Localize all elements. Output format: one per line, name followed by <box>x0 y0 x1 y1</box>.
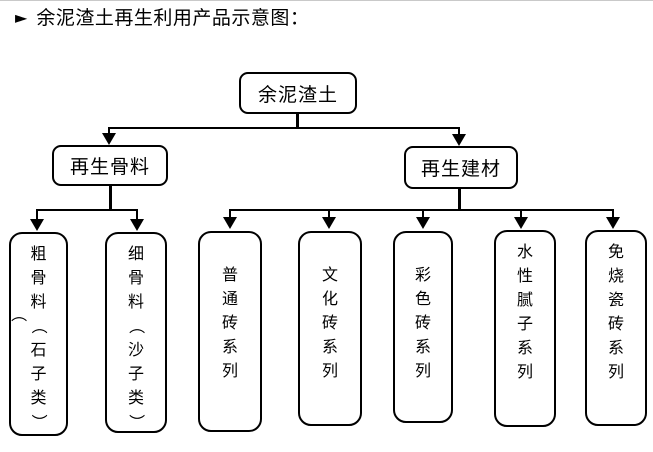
connector-materials-crossbar <box>229 209 614 211</box>
vertical-char: 细 <box>127 244 144 263</box>
vertical-char: 色 <box>414 289 431 308</box>
arrowhead-materials-icon <box>452 134 466 146</box>
node-culture-brick-series: 文化砖系列 <box>298 231 362 426</box>
arrowhead-aggregate-icon <box>102 133 116 145</box>
vertical-char: 系 <box>414 337 431 356</box>
connector-level2-crossbar <box>108 127 460 129</box>
connector-materials-drop <box>458 127 460 136</box>
vertical-char: 系 <box>321 337 338 356</box>
vertical-char: （ <box>29 317 49 334</box>
arrowhead-colored-brick-icon <box>416 217 430 229</box>
stray-paren-glyph: （ <box>9 305 28 322</box>
vertical-char: 砖 <box>221 313 238 332</box>
connector-ordinary-brick-drop <box>229 211 231 220</box>
triangle-bullet-icon: ► <box>15 8 28 27</box>
document-title: ► 余泥渣土再生利用产品示意图： <box>15 6 309 30</box>
node-recycled-building-materials: 再生建材 <box>404 146 518 189</box>
node-ordinary-brick-series: 普通砖系列 <box>198 231 262 432</box>
vertical-char: 砖 <box>607 314 624 333</box>
vertical-char: 骨 <box>127 268 144 287</box>
vertical-char: 通 <box>221 289 238 308</box>
arrowhead-culture-brick-icon <box>322 217 336 229</box>
vertical-char: 化 <box>321 289 338 308</box>
vertical-char: 系 <box>221 337 238 356</box>
vertical-char: 免 <box>607 242 624 261</box>
connector-coarse-drop <box>36 211 38 221</box>
arrowhead-fine-icon <box>130 219 144 231</box>
vertical-char: 列 <box>607 362 624 381</box>
vertical-char: 水 <box>516 242 533 261</box>
arrowhead-tile-icon <box>606 217 620 229</box>
vertical-char: 列 <box>221 361 238 380</box>
vertical-char: 瓷 <box>607 290 624 309</box>
vertical-char: 石 <box>30 340 47 359</box>
vertical-char: 子 <box>516 314 533 333</box>
vertical-char: 料 <box>30 292 47 311</box>
node-recycled-aggregate-label: 再生骨料 <box>69 156 150 178</box>
connector-aggregate-stem <box>109 185 112 210</box>
arrowhead-ordinary-brick-icon <box>223 217 237 229</box>
connector-aggregate-crossbar <box>36 209 138 211</box>
vertical-char: 系 <box>516 338 533 357</box>
connector-materials-stem <box>458 189 461 210</box>
node-recycled-building-materials-label: 再生建材 <box>420 158 501 180</box>
arrowhead-putty-icon <box>514 217 528 229</box>
connector-culture-brick-drop <box>328 211 330 220</box>
node-root: 余泥渣土 <box>239 72 357 114</box>
node-unfired-ceramic-tile-series: 免烧瓷砖系列 <box>585 230 647 426</box>
connector-tile-drop <box>612 211 614 220</box>
vertical-char: 子 <box>127 364 144 383</box>
vertical-char: 骨 <box>30 268 47 287</box>
vertical-char: 沙 <box>127 340 144 359</box>
vertical-char: 文 <box>321 265 338 284</box>
vertical-char: 粗 <box>30 244 47 263</box>
node-root-label: 余泥渣土 <box>257 83 338 106</box>
vertical-char: 列 <box>516 362 533 381</box>
vertical-char: 列 <box>321 361 338 380</box>
vertical-char: 系 <box>607 338 624 357</box>
top-border-line <box>0 0 653 1</box>
vertical-char: 性 <box>516 266 533 285</box>
connector-putty-drop <box>520 211 522 220</box>
vertical-char: 料 <box>127 292 144 311</box>
vertical-char: 类 <box>30 388 47 407</box>
title-text: 余泥渣土再生利用产品示意图： <box>36 7 310 29</box>
vertical-char: ） <box>127 413 146 430</box>
arrowhead-coarse-icon <box>30 219 44 231</box>
vertical-char: 砖 <box>414 313 431 332</box>
vertical-char: 烧 <box>607 266 624 285</box>
connector-aggregate-drop <box>108 127 110 136</box>
node-recycled-aggregate: 再生骨料 <box>52 145 168 186</box>
node-water-based-putty-series: 水性腻子系列 <box>494 230 556 427</box>
connector-root-stem <box>296 112 299 129</box>
vertical-char: （ <box>127 317 146 334</box>
node-colored-brick-series: 彩色砖系列 <box>393 231 453 423</box>
vertical-char: 普 <box>221 265 238 284</box>
vertical-char: ） <box>29 413 49 430</box>
vertical-char: 类 <box>127 388 144 407</box>
vertical-char: 子 <box>30 364 47 383</box>
vertical-char: 腻 <box>516 290 533 309</box>
vertical-char: 砖 <box>321 313 338 332</box>
connector-fine-drop <box>136 211 138 221</box>
node-coarse-aggregate: 粗骨料（石子类） <box>9 232 68 436</box>
vertical-char: 彩 <box>414 265 431 284</box>
connector-colored-brick-drop <box>422 211 424 220</box>
node-fine-aggregate: 细骨料 （ 沙子类 ） <box>105 232 167 433</box>
vertical-char: 列 <box>414 361 431 380</box>
